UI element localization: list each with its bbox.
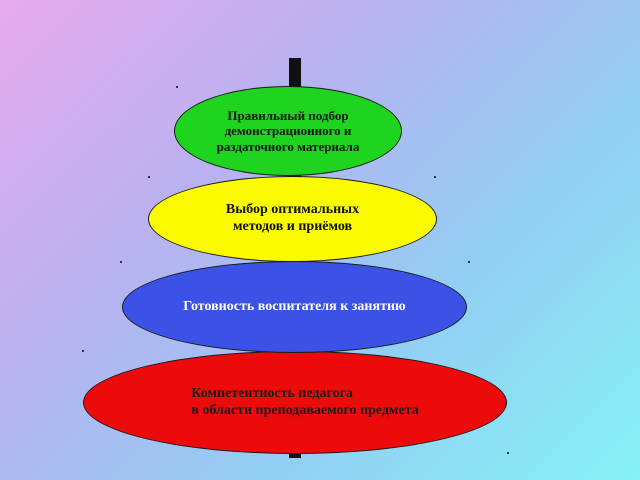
tier-readiness: Готовность воспитателя к занятию (122, 261, 467, 353)
tier-methods: Выбор оптимальных методов и приёмов (148, 176, 437, 262)
tier-materials-label: Правильный подбор демонстрационного и ра… (216, 108, 360, 154)
tier-competence: Компетентность педагога в области препод… (83, 351, 507, 454)
decor-dot (468, 261, 470, 263)
tier-methods-label: Выбор оптимальных методов и приёмов (225, 202, 360, 234)
decor-dot (507, 452, 509, 454)
tier-readiness-label: Готовность воспитателя к занятию (183, 298, 406, 314)
decor-dot (148, 176, 150, 178)
decor-dot (434, 176, 436, 178)
decor-dot (82, 350, 84, 352)
tier-competence-label: Компетентность педагога в области препод… (191, 385, 419, 418)
tier-materials: Правильный подбор демонстрационного и ра… (174, 86, 402, 176)
decor-dot (120, 261, 122, 263)
decor-dot (176, 86, 178, 88)
